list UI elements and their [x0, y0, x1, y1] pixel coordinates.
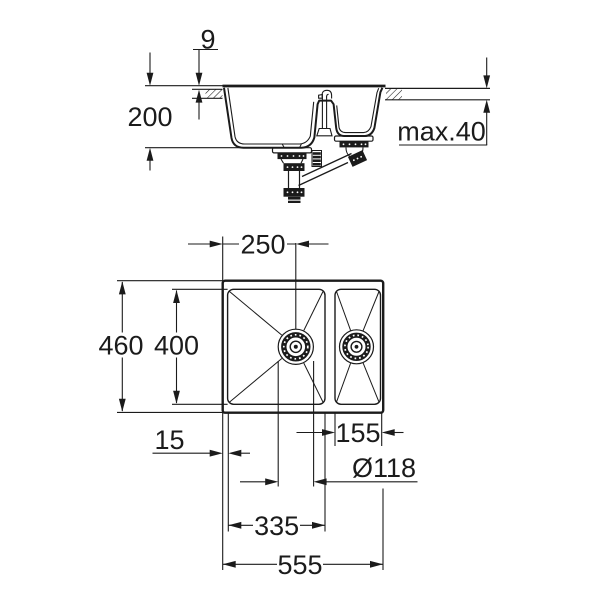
arrow-up-icon: [173, 290, 180, 303]
arrow-right-icon: [370, 560, 383, 568]
arrow-left-icon: [222, 560, 236, 568]
main-bowl-rect: [226, 288, 326, 405]
arrow-left-icon: [381, 429, 395, 436]
dimension-460: 460: [98, 281, 144, 412]
sink-outline-plan: [221, 279, 385, 414]
arrow-down-icon: [146, 72, 154, 86]
dim-label-9: 9: [200, 25, 215, 55]
coupling-nut-upper: [283, 163, 305, 171]
arrow-up-icon: [118, 281, 126, 295]
dimension-155: 155: [296, 418, 404, 448]
dim-label-diameter-118: Ø118: [352, 453, 416, 483]
dimension-drain-diameter: Ø118: [240, 453, 418, 486]
dim-label-555: 555: [277, 550, 322, 580]
large-strainer-ribbed-band: [277, 152, 307, 160]
waste-lever: [316, 89, 333, 137]
dimension-250: 250: [188, 230, 329, 260]
dimension-555: 555: [222, 550, 383, 580]
large-strainer-taper: [280, 158, 304, 164]
arrow-right-icon: [209, 449, 223, 457]
arrow-down-icon: [483, 75, 491, 89]
connecting-pipe-top: [301, 152, 352, 178]
large-bowl-inner-wall: [227, 87, 315, 145]
small-strainer-ribbed-band: [339, 141, 369, 148]
arrow-left-icon: [313, 478, 327, 486]
worktop-section: [145, 84, 490, 149]
arrow-up-icon: [195, 89, 203, 103]
dimension-15: 15: [152, 425, 250, 457]
dim-label-155: 155: [335, 418, 380, 448]
dimension-200: 200: [127, 52, 173, 171]
dim-label-200: 200: [127, 102, 172, 132]
sink-outer-rect: [221, 279, 385, 414]
dimension-335: 335: [228, 511, 325, 541]
arrow-right-icon: [322, 429, 335, 436]
dimension-400: 400: [153, 290, 200, 404]
outlet-band-1: [288, 196, 301, 200]
outlet-band-2: [288, 200, 301, 203]
arrow-left-icon: [228, 449, 242, 457]
sink-outer-profile: [223, 87, 384, 149]
arrow-right-icon: [265, 478, 279, 486]
dimension-max40: max.40: [397, 57, 491, 147]
small-bowl-rect: [334, 288, 382, 405]
arrow-left-icon: [296, 240, 309, 248]
arrow-down-icon: [195, 72, 203, 86]
drain-large: [277, 328, 314, 365]
coupling-nut-lower: [283, 188, 305, 197]
dim-label-15: 15: [154, 425, 184, 455]
connecting-pipe-bottom: [298, 161, 349, 187]
overflow-hose: [311, 150, 322, 167]
dim-label-460: 460: [98, 331, 143, 361]
dim-label-max40: max.40: [397, 117, 486, 147]
plan-view: 250 460 400 15: [98, 230, 418, 580]
sink-body-section: [223, 87, 384, 149]
dim-label-400: 400: [154, 331, 199, 361]
small-bowl-inner-wall: [336, 88, 380, 134]
arrow-left-icon: [228, 521, 242, 529]
dim-label-250: 250: [240, 230, 285, 260]
arrow-up-icon: [483, 99, 491, 113]
drain-small: [338, 329, 375, 365]
section-view: 9 200 max.40: [127, 25, 491, 203]
dimension-9: 9: [193, 25, 218, 120]
worktop-hatch-left: [205, 89, 223, 99]
drain-plumbing: [271, 135, 374, 203]
bowl-diagonals: [229, 291, 380, 403]
arrow-down-icon: [118, 398, 126, 412]
arrow-up-icon: [146, 147, 154, 161]
connecting-pipe-nut: [347, 150, 368, 167]
dim-label-335: 335: [254, 511, 299, 541]
worktop-hatch-right: [386, 88, 402, 100]
arrow-right-icon: [312, 521, 325, 529]
extension-lines: [117, 236, 384, 570]
arrow-right-icon: [209, 240, 223, 248]
arrow-down-icon: [173, 390, 180, 404]
